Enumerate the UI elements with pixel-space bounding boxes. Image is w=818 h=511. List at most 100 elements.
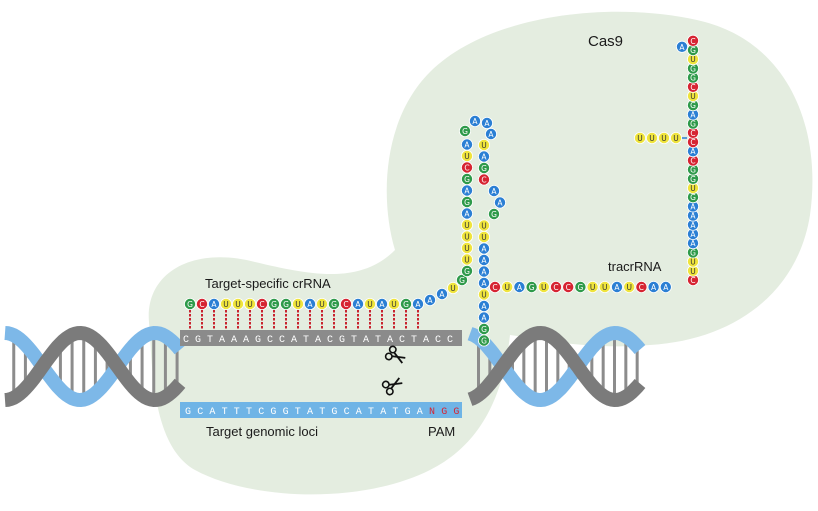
bottom-strand-base: G [405,407,411,418]
stem-right-base-letter: U [481,222,487,231]
tracr-column-base-letter: U [690,92,696,101]
stem-left-base-letter: U [464,244,470,253]
tracr-column-base-letter: G [690,74,696,83]
tracr-column-base-letter: U [690,267,696,276]
crrna-base-letter: U [247,300,253,309]
bottom-strand-base: T [246,407,252,418]
tail-base-letter: U [661,134,667,143]
top-strand-base: A [387,335,393,346]
tracr-column-base-letter: C [690,276,695,285]
tracr-linker-base-letter: G [529,283,535,292]
bottom-strand-base: A [380,407,386,418]
stem-left-base-letter: A [464,187,470,196]
crrna-base-letter: U [319,300,325,309]
tracr-linker-base [586,280,599,293]
crrna-base-letter: U [235,300,241,309]
tracr-column-base-letter: A [690,230,696,239]
bottom-strand-base: T [368,407,374,418]
tracr-column-base-letter: G [690,166,696,175]
stem-right-base-letter: C [481,176,486,185]
crrna-base-letter: U [223,300,229,309]
crrna-base [303,297,316,310]
top-strand-base: A [423,335,429,346]
tracr-column-base-letter: A [690,147,696,156]
stem-right-base-letter: G [481,337,487,346]
linker-base-letter: G [459,276,465,285]
crrna-base [219,297,232,310]
bottom-strand-base: T [295,407,301,418]
stem-left-base-letter: A [464,141,470,150]
stem-right-base-letter: U [481,291,487,300]
crrna-base-letter: C [259,300,264,309]
tracr-linker-base [611,280,624,293]
scissors-handle [388,345,397,354]
top-strand-base: C [399,335,405,346]
tracr-column-base [676,40,689,53]
bottom-strand-base: T [222,407,228,418]
bottom-strand-base: T [392,407,398,418]
tracr-column-base-letter: A [690,239,696,248]
loop-base-letter: A [472,117,478,126]
tracr-linker-base-letter: G [577,283,583,292]
tracr-column-base-letter: A [690,212,696,221]
crrna-base-letter: G [283,300,289,309]
crrna-base-letter: A [307,300,313,309]
crrna-label: Target-specific crRNA [205,276,331,291]
tracr-column-base [687,34,700,47]
stem-right-base-letter: A [481,245,487,254]
tail-base-letter: U [673,134,679,143]
tracr-linker-base [598,280,611,293]
genomic-loci-label: Target genomic loci [206,424,318,439]
tracr-column-base-letter: U [690,184,696,193]
tracr-linker-base-letter: A [614,283,620,292]
stem-left-base-letter: G [464,267,470,276]
tracr-linker-base-letter: U [590,283,596,292]
tracr-linker-base [513,280,526,293]
scissors-handle [384,352,393,361]
crrna-base-letter: C [343,300,348,309]
tracr-linker-base [623,280,636,293]
crrna-base-letter: A [379,300,385,309]
tracr-column-base-letter: C [690,129,695,138]
bottom-strand-base: C [344,407,350,418]
top-strand-base: T [351,335,357,346]
tracr-column-base-letter: C [690,37,695,46]
bottom-strand-base: T [234,407,240,418]
top-strand-base: C [327,335,333,346]
stem-left-base-letter: C [464,164,469,173]
linker-base-letter: A [427,296,433,305]
tracr-column-base-letter: G [690,101,696,110]
top-strand-base: G [339,335,345,346]
crrna-base [183,297,196,310]
top-strand-base: G [195,335,201,346]
tracr-linker-base-letter: U [504,283,510,292]
stem-left-base-letter: G [464,198,470,207]
crrna-base-letter: U [367,300,373,309]
stem-left-base-letter: U [464,256,470,265]
crrna-base-letter: A [355,300,361,309]
tracr-column-base-letter: C [690,156,695,165]
stem-right-base-letter: A [481,279,487,288]
crrna-base [351,297,364,310]
top-strand-base: A [363,335,369,346]
tracr-linker-base [537,280,550,293]
linker-base [435,287,448,300]
tracr-column-base-letter: A [679,43,685,52]
stem-left-base-letter: U [464,152,470,161]
stem-right-base-letter: U [481,141,487,150]
stem-right-base [487,184,500,197]
tracr-linker-base [647,280,660,293]
tail-base [670,131,683,144]
stem-right-base-letter: A [481,153,487,162]
crrna-base [387,297,400,310]
scissors-handle [385,387,394,396]
tracr-linker-base-letter: C [492,283,497,292]
tracr-linker-base-letter: U [602,283,608,292]
top-strand-base: G [255,335,261,346]
crrna-base-letter: U [391,300,397,309]
loop-base [458,125,471,138]
bottom-strand-base: A [209,407,215,418]
stem-right-base-letter: G [491,210,497,219]
